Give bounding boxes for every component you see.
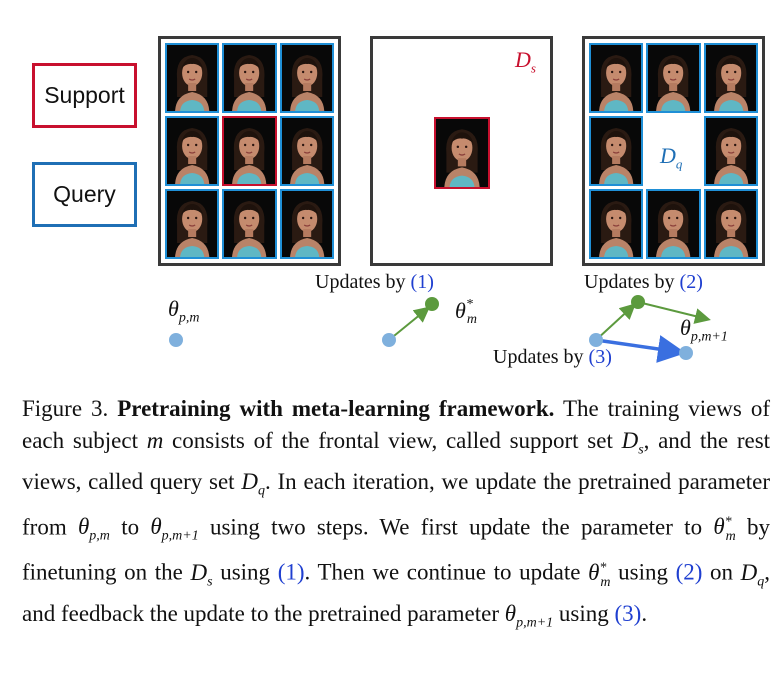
update-step-2-label: Updates by (2)	[584, 271, 703, 293]
query-photo	[165, 116, 220, 186]
all-views-panel	[158, 36, 341, 266]
query-photo	[703, 43, 758, 113]
query-photo	[165, 189, 220, 259]
theta-star-label: θ*m	[455, 296, 477, 328]
support-label: Support	[44, 82, 125, 108]
theta-pm-node	[169, 333, 183, 347]
figure-caption: Figure 3. Pretraining with meta-learning…	[22, 396, 771, 631]
query-photo	[589, 189, 644, 259]
figure-label: Figure 3.	[22, 396, 109, 421]
step-1-arrow	[595, 303, 636, 341]
support-photo	[222, 116, 277, 186]
query-legend-box: Query	[32, 162, 137, 227]
update-step-1-label: Updates by (1)	[315, 271, 434, 293]
query-set-label: Dq	[660, 143, 683, 172]
theta-next-label: θp,m+1	[680, 315, 728, 345]
query-photo	[646, 43, 701, 113]
query-photo	[646, 189, 701, 259]
support-set-panel: Ds	[370, 36, 553, 266]
theta-pm-label: θp,m	[168, 296, 200, 326]
query-photo	[222, 43, 277, 113]
query-photo	[703, 189, 758, 259]
theta-next-node	[679, 346, 693, 360]
theta-star-node	[425, 297, 439, 311]
step-1-arrow	[388, 306, 431, 341]
query-photo	[279, 43, 334, 113]
query-photo	[279, 116, 334, 186]
query-photo	[703, 116, 758, 186]
query-photo	[589, 116, 644, 186]
support-set-label: Ds	[515, 47, 536, 76]
theta-pm-node	[589, 333, 603, 347]
support-legend-box: Support	[32, 63, 137, 128]
update-step-3-label: Updates by (3)	[493, 346, 612, 368]
theta-star-node	[631, 295, 645, 309]
theta-pm-node	[382, 333, 396, 347]
query-set-panel: Dq	[582, 36, 765, 266]
query-photo	[589, 43, 644, 113]
caption-title: Pretraining with meta-learning framework…	[117, 396, 555, 421]
query-photo	[222, 189, 277, 259]
support-photo	[434, 117, 490, 189]
all-views-grid	[165, 43, 334, 259]
query-photo	[165, 43, 220, 113]
query-label: Query	[53, 181, 116, 207]
query-photo	[279, 189, 334, 259]
query-views-grid	[589, 43, 758, 259]
